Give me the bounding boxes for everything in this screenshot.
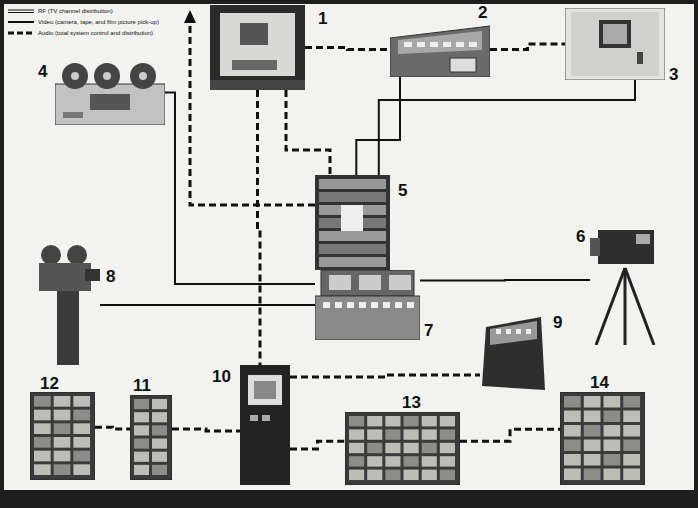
video-connector [100,304,315,306]
callout-number: 12 [40,375,59,392]
legend-sample [8,8,34,14]
legend-row: Audio (total system control and distribu… [8,30,180,37]
equipment-node: 5 [315,175,390,270]
equipment-illustration [210,5,305,90]
equipment-node: 13 [345,412,460,485]
audio-connector [490,44,565,50]
equipment-node: 14 [560,392,645,485]
legend-text: Audio (total system control and distribu… [38,30,153,37]
equipment-node: 9 [480,315,545,390]
callout-number: 7 [424,322,433,339]
equipment-illustration [315,175,390,270]
equipment-illustration [560,392,645,485]
legend-sample [8,30,34,36]
callout-number: 13 [402,394,421,411]
callout-number: 1 [318,10,327,27]
legend-row: RF (TV channel distribution) [8,8,180,15]
callout-number: 5 [398,182,407,199]
audio-connector [286,90,330,175]
callout-number: 4 [38,63,47,80]
equipment-illustration [590,220,660,345]
callout-number: 6 [576,228,585,245]
callout-number: 10 [212,368,231,385]
audio-connector [305,48,390,50]
callout-number: 9 [553,314,562,331]
equipment-illustration [390,22,490,77]
equipment-illustration [480,315,545,390]
audio-connector [258,90,261,365]
equipment-illustration [240,365,290,485]
equipment-node: 2 [390,22,490,77]
video-connector [420,279,590,282]
legend: RF (TV channel distribution) Video (camer… [8,8,180,41]
video-connector [379,80,635,175]
equipment-illustration [130,395,172,480]
arrowhead [184,10,196,23]
audio-connector [460,429,560,441]
audio-connector [95,427,130,429]
callout-number: 14 [590,374,609,391]
legend-text: RF (TV channel distribution) [38,8,113,15]
equipment-node: 7 [315,270,420,340]
audio-connector [290,375,480,377]
equipment-node: 11 [130,395,172,480]
equipment-node: 1 [210,5,305,90]
legend-sample [8,19,34,25]
equipment-illustration [565,8,665,80]
callout-number: 3 [669,66,678,83]
equipment-node: 3 [565,8,665,80]
audio-connector [290,441,345,449]
equipment-illustration [55,60,165,125]
callout-number: 8 [106,268,115,285]
equipment-node: 10 [240,365,290,485]
equipment-illustration [30,392,95,480]
equipment-node: 12 [30,392,95,480]
audio-connector [172,429,240,431]
callout-number: 2 [478,4,487,21]
equipment-illustration [35,245,100,365]
equipment-node: 4 [55,60,165,125]
video-connector [165,93,315,285]
equipment-illustration [315,270,420,340]
legend-row: Video (camera, tape, and film picture pi… [8,19,180,26]
equipment-node: 6 [590,220,660,345]
equipment-illustration [345,412,460,485]
callout-number: 11 [133,377,151,394]
equipment-node: 8 [35,245,100,365]
legend-text: Video (camera, tape, and film picture pi… [38,19,159,26]
